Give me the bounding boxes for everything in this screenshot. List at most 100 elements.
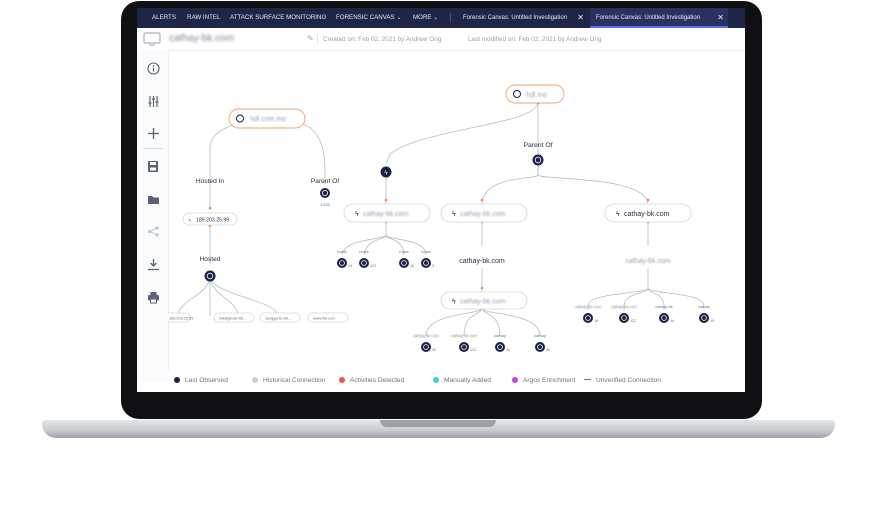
nav-divider bbox=[450, 13, 451, 23]
e-leaves: cathay-bk.com3kcathay-bk.com122cathay1kc… bbox=[413, 333, 550, 352]
leaf-count: 15 bbox=[710, 319, 714, 323]
canvas-header: cathay-bk.com ✎ Created on: Feb 02, 2021… bbox=[137, 28, 745, 51]
node-label: hdl.mo bbox=[526, 92, 547, 99]
plus-icon[interactable] bbox=[146, 126, 160, 140]
node-left-root[interactable]: hdl.com.mo bbox=[228, 108, 306, 129]
legend-label: Manually Added bbox=[444, 377, 491, 384]
leaf-label: cathay-bk.com bbox=[413, 333, 440, 338]
share-icon[interactable] bbox=[146, 224, 160, 238]
leaf-count: 18 bbox=[594, 319, 598, 323]
node-hosted[interactable] bbox=[204, 270, 216, 282]
legend-dot-icon bbox=[174, 377, 180, 383]
download-icon[interactable] bbox=[146, 257, 160, 271]
edit-icon[interactable]: ✎ bbox=[307, 34, 314, 43]
leaf-count: 3 bbox=[432, 264, 434, 268]
node-parent-of-left[interactable]: 1/152 bbox=[320, 188, 331, 207]
tab-canvas-2[interactable]: Forensic Canvas: Untitled Investigation … bbox=[590, 8, 728, 28]
node-ip[interactable]: 189.203.25.99 ⬩ bbox=[182, 212, 238, 226]
print-icon[interactable] bbox=[146, 290, 160, 304]
tab-canvas-1[interactable]: Forensic Canvas: Untitled Investigation … bbox=[457, 8, 588, 28]
leaf-label: cathay bbox=[494, 333, 506, 338]
node-right-root[interactable]: hdl.mo bbox=[505, 84, 565, 104]
nav-forensic-canvas-label: FORENSIC CANVAS bbox=[336, 14, 395, 21]
edge-label-parent-of-right: Parent Of bbox=[523, 142, 552, 149]
node-domain-b[interactable]: ϟ cathay-bk.com bbox=[440, 203, 528, 223]
modified-info: Last modified on: Feb 02, 2021 by Andrew… bbox=[468, 36, 602, 43]
node-domain-d[interactable]: ϟ cathay-bk.com bbox=[440, 291, 528, 310]
node-domain-c[interactable]: ϟ cathay-bk.com bbox=[604, 203, 692, 223]
edge-label-parent-of: Parent Of bbox=[311, 178, 339, 185]
node-label: hdl.com.mo bbox=[250, 116, 286, 123]
nav-attack-surface[interactable]: ATTACK SURFACE MONITORING bbox=[230, 14, 327, 21]
leaf-count: 1k bbox=[670, 319, 674, 323]
close-icon[interactable]: ✕ bbox=[717, 13, 724, 22]
bolt-icon: ϟ bbox=[452, 299, 456, 306]
nav-alerts[interactable]: ALERTS bbox=[152, 14, 176, 21]
node-icon bbox=[497, 344, 503, 350]
nav-raw-intel[interactable]: RAW INTEL bbox=[187, 14, 221, 21]
folder-icon[interactable] bbox=[146, 192, 160, 206]
top-nav: ALERTS RAW INTEL ATTACK SURFACE MONITORI… bbox=[137, 8, 745, 28]
count-label: 1/152 bbox=[320, 202, 331, 207]
leaf-label: hosts bbox=[359, 249, 369, 254]
legend-item: Argos Enrichment bbox=[512, 377, 575, 384]
node-icon bbox=[423, 344, 429, 350]
bolt-icon: ϟ bbox=[384, 171, 388, 177]
legend-label: Historical Connection bbox=[263, 377, 326, 384]
leaf-count: 122 bbox=[370, 264, 376, 268]
legend-item: Historical Connection bbox=[252, 377, 325, 384]
hosted-leaf-node[interactable]: sanggaria.hdl... bbox=[259, 312, 301, 323]
nav-forensic-canvas[interactable]: FORENSIC CANVAS ⌄ bbox=[336, 8, 402, 28]
leaf-label: cathay-bk.com bbox=[611, 304, 638, 309]
leaf-node[interactable]: cathay 15 bbox=[698, 304, 714, 323]
hosted-leaf-node[interactable]: www.hdl.com bbox=[307, 312, 349, 323]
leaf-label: sanggaria.hdl... bbox=[265, 316, 291, 320]
globe-icon bbox=[513, 90, 521, 98]
leaf-node[interactable]: cathay-bk.com 18 bbox=[575, 304, 602, 323]
node-icon bbox=[585, 315, 591, 321]
edge-label-mid: cathay-bk.com bbox=[459, 258, 505, 265]
node-icon bbox=[401, 260, 407, 266]
bolt-icon: ϟ bbox=[452, 211, 456, 218]
node-domain-a[interactable]: ϟ cathay-bk.com bbox=[343, 203, 431, 223]
leaf-node[interactable]: cathay 1k bbox=[494, 333, 510, 352]
globe-icon bbox=[321, 189, 328, 196]
leaf-label: cathay-bk.com bbox=[575, 304, 602, 309]
node-label: cathay-bk.com bbox=[624, 211, 670, 218]
leaf-count: 1k bbox=[506, 348, 510, 352]
hosted-leaf-node[interactable]: hdl@gmail.hdl... bbox=[213, 312, 255, 323]
node-icon bbox=[701, 315, 707, 321]
leaf-node[interactable]: hosts 122 bbox=[359, 249, 376, 268]
legend-dot-icon bbox=[339, 377, 345, 383]
bolt-icon: ϟ bbox=[355, 211, 359, 218]
node-label: 189.203.25.99 bbox=[196, 218, 229, 224]
node-parent-right[interactable] bbox=[532, 154, 544, 166]
leaf-label: cathay bbox=[698, 304, 710, 309]
sliders-icon[interactable] bbox=[146, 94, 160, 108]
save-icon[interactable] bbox=[146, 159, 160, 173]
legend-item: Activities Detected bbox=[339, 377, 404, 384]
graph-canvas[interactable]: hdl.com.mo hdl.mo Hosted In Parent Of 1/… bbox=[168, 50, 745, 370]
dash-icon bbox=[584, 379, 591, 380]
leaf-count: 1k bbox=[410, 264, 414, 268]
tab-label: Forensic Canvas: Untitled Investigation bbox=[463, 15, 568, 21]
hosted-leaf-node[interactable]: 189.203.25.99 bbox=[168, 312, 193, 323]
header-divider bbox=[317, 34, 318, 44]
legend-label: Unverified Connection bbox=[596, 377, 661, 384]
node-icon bbox=[361, 260, 367, 266]
info-icon[interactable] bbox=[146, 61, 160, 75]
close-icon[interactable]: ✕ bbox=[577, 13, 584, 22]
node-bolt-a[interactable]: ϟ bbox=[380, 166, 392, 178]
tab-label: Forensic Canvas: Untitled Investigation bbox=[596, 15, 701, 21]
nav-more[interactable]: MORE ⌄ bbox=[413, 8, 438, 28]
